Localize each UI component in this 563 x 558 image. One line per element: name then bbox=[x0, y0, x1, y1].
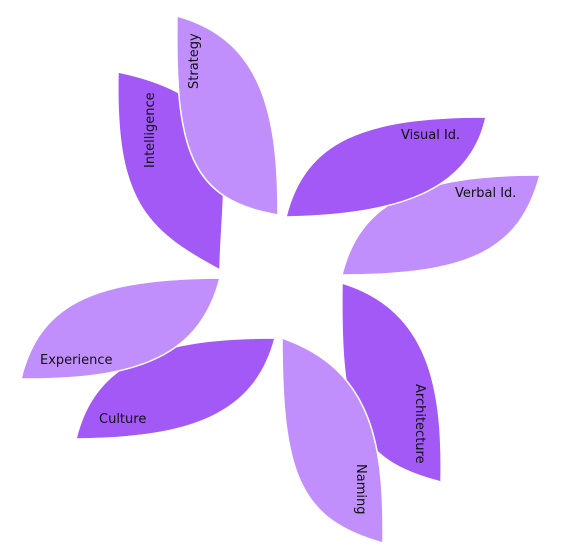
petal-verbal-id bbox=[341, 174, 541, 276]
label-naming: Naming bbox=[353, 464, 368, 514]
label-visual-id: Visual Id. bbox=[401, 128, 460, 143]
label-intelligence: Intelligence bbox=[143, 92, 158, 168]
petal-strategy bbox=[176, 15, 279, 216]
label-culture: Culture bbox=[99, 412, 146, 427]
petal-visual-id bbox=[285, 116, 487, 218]
label-experience: Experience bbox=[40, 353, 113, 368]
petal-experience bbox=[20, 277, 221, 380]
label-architecture: Architecture bbox=[412, 384, 427, 464]
label-verbal-id: Verbal Id. bbox=[455, 186, 516, 201]
petal-culture bbox=[75, 337, 276, 440]
label-strategy: Strategy bbox=[187, 33, 202, 89]
petal-naming bbox=[281, 336, 384, 544]
